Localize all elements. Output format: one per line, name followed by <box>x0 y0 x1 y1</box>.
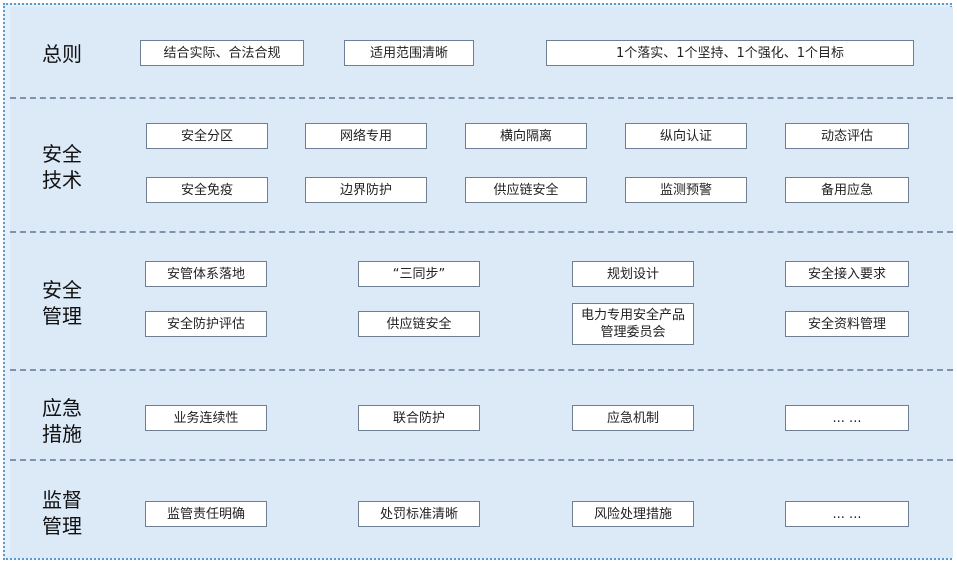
section-general: 总则 结合实际、合法合规 适用范围清晰 1个落实、1个坚持、1个强化、1个目标 <box>10 7 953 99</box>
item-box: 动态评估 <box>785 123 909 149</box>
section-title: 安全 管理 <box>42 278 82 328</box>
item-box: “三同步” <box>358 261 480 287</box>
item-box: 供应链安全 <box>358 311 480 337</box>
section-title: 安全 技术 <box>42 142 82 192</box>
item-box: 风险处理措施 <box>572 501 694 527</box>
section-security-management: 安全 管理 安管体系落地 “三同步” 规划设计 安全接入要求 安全防护评估 供应… <box>10 233 953 371</box>
item-box: 结合实际、合法合规 <box>140 40 304 66</box>
item-box: 联合防护 <box>358 405 480 431</box>
item-box: 安全免疫 <box>146 177 268 203</box>
section-title: 总则 <box>42 42 82 66</box>
section-security-technology: 安全 技术 安全分区 网络专用 横向隔离 纵向认证 动态评估 安全免疫 边界防护… <box>10 99 953 233</box>
item-box: 备用应急 <box>785 177 909 203</box>
item-box: 应急机制 <box>572 405 694 431</box>
item-box: 边界防护 <box>305 177 427 203</box>
item-box: 监管责任明确 <box>145 501 267 527</box>
section-title: 监督 管理 <box>42 488 82 538</box>
item-box: 监测预警 <box>625 177 747 203</box>
item-box: 安全接入要求 <box>785 261 909 287</box>
item-box: 横向隔离 <box>465 123 587 149</box>
item-box: 1个落实、1个坚持、1个强化、1个目标 <box>546 40 914 66</box>
item-box: 业务连续性 <box>145 405 267 431</box>
item-box: 规划设计 <box>572 261 694 287</box>
item-box: 网络专用 <box>305 123 427 149</box>
item-box: 处罚标准清晰 <box>358 501 480 527</box>
item-box: 电力专用安全产品管理委员会 <box>572 303 694 345</box>
item-box: 供应链安全 <box>465 177 587 203</box>
section-supervision-management: 监督 管理 监管责任明确 处罚标准清晰 风险处理措施 ... ... <box>10 461 953 558</box>
item-box: 安管体系落地 <box>145 261 267 287</box>
item-box: 安全防护评估 <box>145 311 267 337</box>
item-box: ... ... <box>785 405 909 431</box>
item-box: 纵向认证 <box>625 123 747 149</box>
item-box: ... ... <box>785 501 909 527</box>
item-box: 安全分区 <box>146 123 268 149</box>
section-emergency-measures: 应急 措施 业务连续性 联合防护 应急机制 ... ... <box>10 371 953 461</box>
diagram-frame: 总则 结合实际、合法合规 适用范围清晰 1个落实、1个坚持、1个强化、1个目标 … <box>3 3 953 560</box>
item-box: 安全资料管理 <box>785 311 909 337</box>
item-box: 适用范围清晰 <box>344 40 474 66</box>
section-title: 应急 措施 <box>42 396 82 446</box>
